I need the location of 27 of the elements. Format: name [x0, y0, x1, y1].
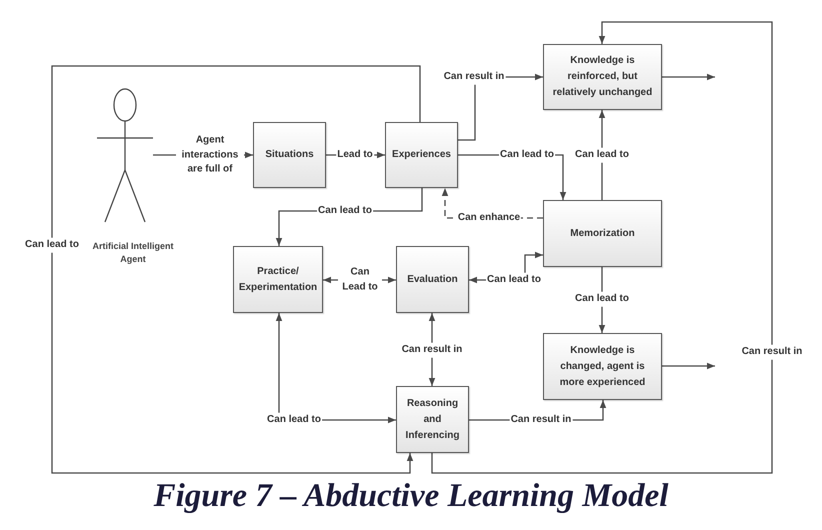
- node-label: Experiences: [391, 148, 452, 162]
- arrow: [662, 74, 715, 80]
- edge-label: Can result in: [442, 70, 506, 84]
- stick-figure: [97, 88, 153, 222]
- node-label: Knowledge is reinforced, but relatively unchanged: [552, 54, 654, 100]
- node-label: Memorization: [569, 226, 636, 240]
- node-label: Situations: [264, 148, 315, 162]
- process-box: [385, 122, 458, 188]
- process-box: [543, 44, 662, 110]
- arrow: [51, 65, 421, 474]
- arrow: [662, 362, 715, 370]
- edge-label: Can lead to: [574, 148, 630, 162]
- process-box: [543, 200, 662, 267]
- process-box: [396, 246, 469, 313]
- edge-label: Can lead to: [24, 238, 80, 252]
- node-label: Reasoning and Inferencing: [404, 396, 460, 442]
- process-box: [253, 122, 326, 188]
- figure-caption: Figure 7 – Abductive Learning Model: [154, 478, 668, 514]
- node-caption: Artificial Intelligent Agent: [91, 240, 174, 266]
- node-label: Practice/ Experimentation: [238, 264, 318, 294]
- process-box: [233, 246, 323, 313]
- node-label: Knowledge is changed, agent is more experienced: [558, 344, 646, 390]
- process-box: [396, 386, 469, 453]
- process-box: [543, 333, 662, 400]
- edge-label: Can result in: [400, 342, 464, 358]
- edge-label: Can lead to: [574, 292, 630, 306]
- node-label: Evaluation: [406, 272, 459, 286]
